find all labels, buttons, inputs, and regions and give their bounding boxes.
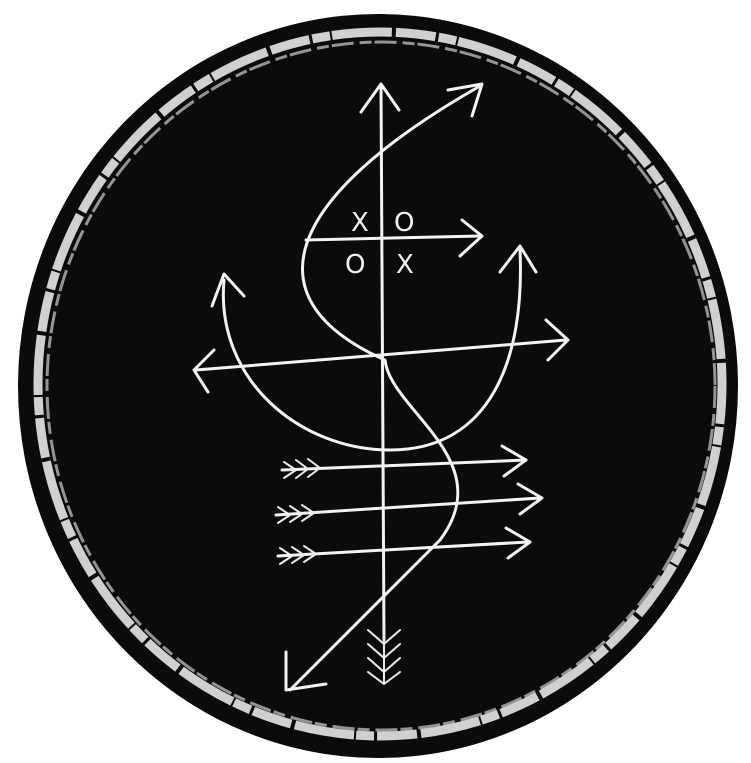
- grid-cell-r2c2: X: [396, 250, 414, 280]
- grid-cell-r1c1: X: [351, 208, 369, 238]
- grid-cell-r2c1: O: [345, 250, 365, 280]
- grid-cell-r1c2: O: [394, 208, 414, 238]
- black-disc: [18, 14, 738, 758]
